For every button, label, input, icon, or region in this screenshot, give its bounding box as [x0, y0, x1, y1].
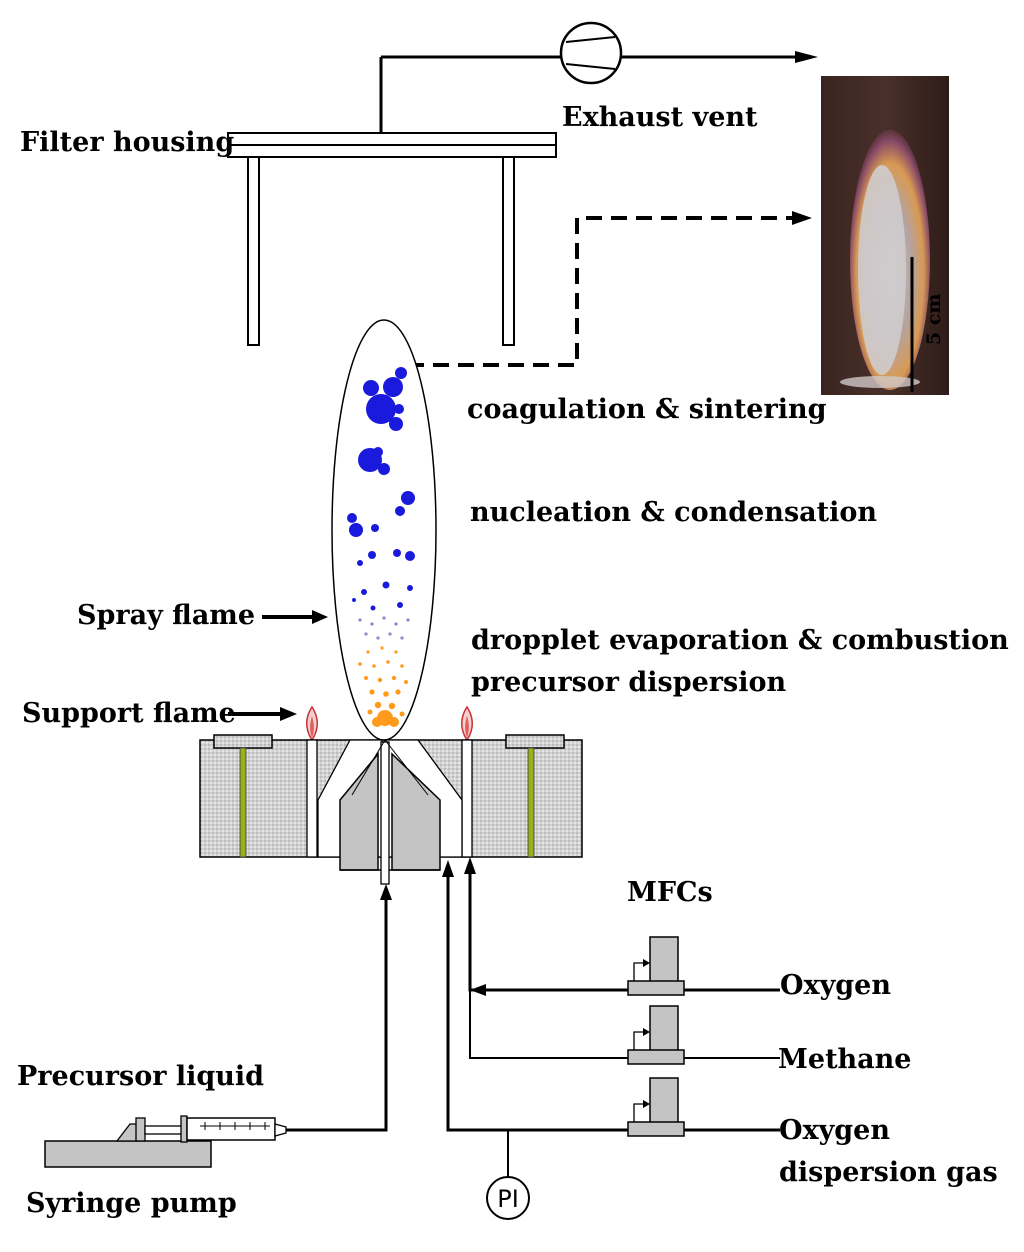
dashed-pointer	[408, 211, 812, 367]
support-flame-left-icon	[306, 705, 318, 742]
nucleation-label: nucleation & condensation	[470, 497, 877, 528]
fine-particles	[358, 616, 410, 640]
spray-flame-label: Spray flame	[77, 600, 255, 631]
filter-housing-label: Filter housing	[20, 127, 234, 158]
mfc-dispersion	[627, 1077, 685, 1137]
droplet-label: dropplet evaporation & combustion	[471, 625, 1009, 656]
support-flame-right-icon	[461, 705, 473, 742]
support-flame-arrow	[228, 707, 297, 721]
droplets	[358, 646, 408, 727]
oxygen-dispersion-label-line1: Oxygen	[779, 1115, 890, 1146]
pressure-indicator-icon	[486, 1176, 530, 1220]
oxygen-dispersion-label-line2: dispersion gas	[779, 1157, 998, 1188]
support-flame-label: Support flame	[22, 698, 236, 729]
spray-flame-arrow	[262, 610, 328, 624]
particles	[347, 367, 415, 611]
scale-label: 5 cm	[923, 293, 945, 345]
coagulation-label: coagulation & sintering	[467, 394, 827, 425]
precursor-dispersion-label: precursor dispersion	[471, 667, 786, 698]
mfc-methane	[627, 1005, 685, 1065]
exhaust-line	[379, 51, 818, 133]
oxygen-label: Oxygen	[780, 970, 891, 1001]
filter-housing	[227, 132, 557, 346]
pi-label: PI	[497, 1185, 519, 1213]
syringe-pump	[44, 1115, 287, 1168]
mfc-oxygen	[627, 936, 685, 996]
flame-photo	[821, 76, 949, 395]
exhaust-pump-icon	[559, 21, 623, 85]
methane-label: Methane	[778, 1044, 911, 1075]
burner	[199, 734, 583, 885]
syringe-pump-label: Syringe pump	[26, 1188, 237, 1219]
feed-arrowheads	[380, 857, 486, 996]
exhaust-vent-label: Exhaust vent	[562, 102, 758, 133]
precursor-liquid-label: Precursor liquid	[17, 1061, 264, 1092]
feed-lines	[286, 862, 780, 1178]
mfcs-label: MFCs	[627, 877, 713, 908]
